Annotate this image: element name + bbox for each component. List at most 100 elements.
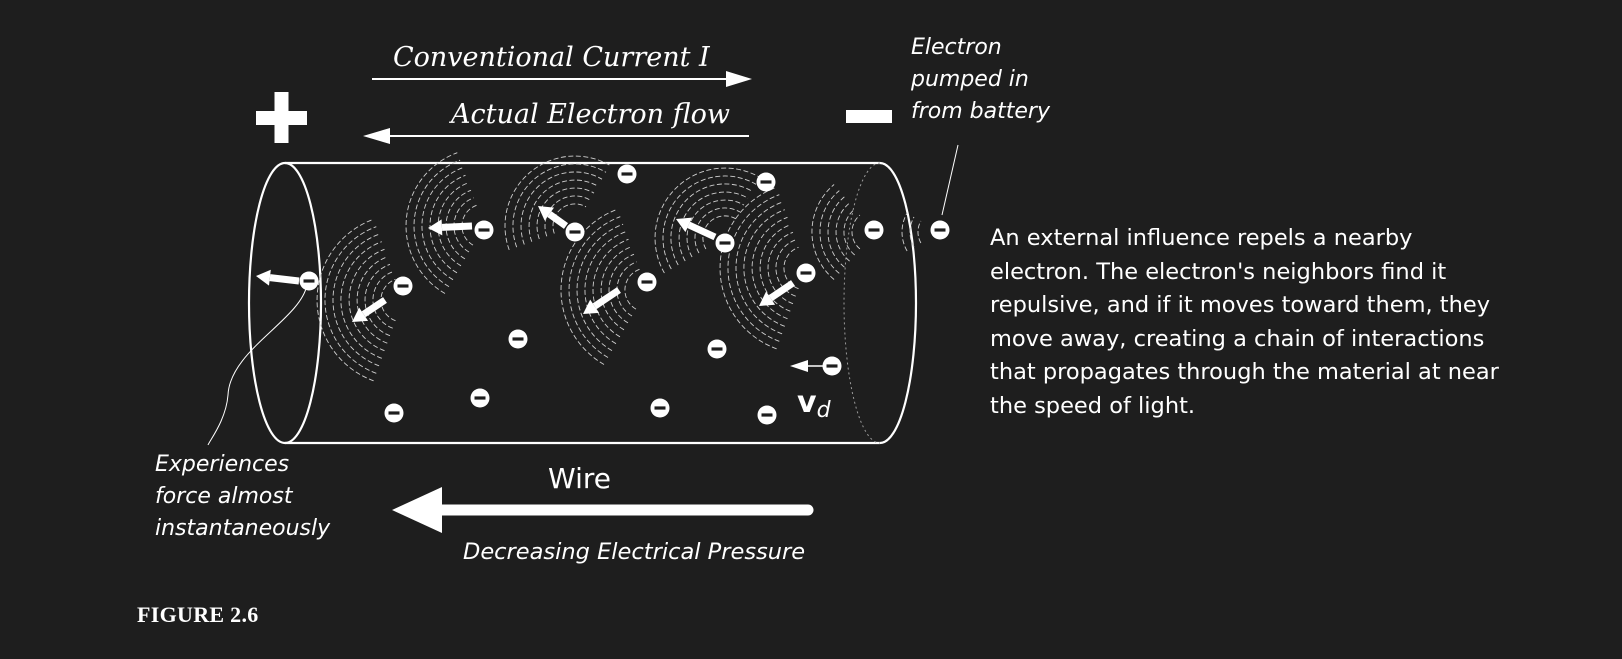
ripple-arc: [917, 220, 922, 244]
ripple-arc: [348, 248, 385, 352]
force-arrow: [583, 287, 621, 314]
electron: [757, 405, 777, 425]
ripple-arc: [670, 183, 753, 266]
pressure-arrow: [392, 487, 814, 533]
wire-cylinder: [247, 161, 918, 445]
ripple-arc: [835, 202, 850, 262]
electron: [756, 172, 776, 192]
ripple-arc: [356, 256, 388, 344]
electron: [650, 398, 670, 418]
force-arrow: [428, 219, 473, 236]
ripple-arc: [520, 171, 603, 245]
ripple-arc: [727, 194, 780, 342]
ripple-arc: [751, 216, 788, 320]
ripple-arc: [775, 239, 796, 297]
ripple-arc: [767, 231, 794, 305]
ripple-arc: [405, 152, 458, 294]
force-arrow: [676, 217, 717, 241]
ripple-arc: [759, 224, 791, 312]
drift-velocity-arrow: [790, 360, 826, 372]
ripple-arc: [324, 226, 377, 374]
ripple-arc: [413, 159, 461, 287]
ripple-arc: [901, 212, 908, 252]
experiences-force-leader-line: [207, 284, 308, 446]
ripple-arc: [544, 195, 591, 237]
electron: [508, 329, 528, 349]
force-arrows: [256, 206, 795, 322]
ripple-arc: [364, 263, 391, 337]
ripple-arc: [743, 209, 785, 327]
force-arrow: [759, 280, 795, 306]
ripple-arc: [504, 155, 611, 251]
figure-label: FIGURE 2.6: [137, 602, 259, 627]
ripple-arc: [576, 223, 624, 351]
force-arrow: [256, 269, 300, 286]
ripple-arc: [608, 253, 635, 324]
ripple-arc: [421, 167, 463, 281]
ripple-arc: [437, 182, 469, 267]
force-arrow: [352, 297, 387, 322]
ripple-arc: [316, 218, 374, 382]
ripple-arc: [827, 196, 845, 268]
repulsion-ripples: [316, 152, 922, 382]
ripple-arc: [719, 186, 777, 350]
ripple-arc: [584, 231, 626, 345]
ripple-arc: [512, 163, 607, 248]
drift-velocity-label: vd: [797, 385, 832, 423]
ripple-arc: [843, 208, 855, 256]
ripple-arc: [909, 216, 915, 248]
ripple-arc: [528, 179, 599, 242]
ripple-arc: [429, 174, 466, 274]
electron: [565, 222, 585, 242]
force-arrow: [538, 206, 569, 229]
actual-electron-flow-label: Actual Electron flow: [448, 99, 730, 130]
ripple-arc: [783, 246, 799, 290]
ripple-arc: [624, 268, 640, 310]
description-text: An external influence repels a nearby el…: [990, 225, 1499, 419]
ripple-arc: [560, 208, 618, 365]
ripple-arc: [592, 238, 629, 338]
conventional-current-label: Conventional Current I: [393, 42, 711, 73]
electron: [864, 220, 884, 240]
electron: [299, 271, 319, 291]
electron: [384, 403, 404, 423]
electron: [393, 276, 413, 296]
wire-label: Wire: [548, 462, 611, 495]
ripple-arc: [372, 271, 393, 329]
decreasing-pressure-label: Decreasing Electrical Pressure: [463, 539, 805, 565]
ripple-arc: [568, 216, 621, 358]
ripple-arc: [735, 201, 783, 335]
ripple-arc: [686, 199, 745, 258]
electrons: [299, 164, 950, 425]
ripple-arc: [662, 175, 757, 270]
ripple-arc: [654, 167, 761, 274]
electron: [796, 263, 816, 283]
electron: [930, 220, 950, 240]
conventional-current-arrow: [372, 71, 752, 87]
ripple-arc: [332, 233, 380, 367]
electron: [470, 388, 490, 408]
experiences-force-label: Experiences force almost instantaneously: [155, 452, 331, 541]
electron: [617, 164, 637, 184]
electron: [474, 220, 494, 240]
electron: [715, 233, 735, 253]
ripple-arc: [811, 184, 835, 280]
positive-terminal-sign: [256, 92, 307, 143]
electron-pumped-leader-line: [941, 144, 959, 216]
electron: [637, 272, 657, 292]
electron-flow-arrow: [363, 128, 749, 144]
ripple-arc: [340, 241, 382, 359]
ripple-arc: [536, 187, 595, 240]
ripple-arc: [552, 203, 587, 234]
ripple-arc: [445, 189, 472, 260]
electron-pumped-label: Electron pumped in from battery: [910, 35, 1051, 124]
electron: [822, 356, 842, 376]
negative-terminal-sign: [846, 110, 892, 123]
ripple-arc: [600, 246, 632, 331]
ripple-arc: [819, 190, 840, 274]
ripple-arc: [694, 207, 741, 254]
ripple-arc: [851, 214, 861, 250]
ripple-arc: [678, 191, 749, 262]
electron: [707, 339, 727, 359]
